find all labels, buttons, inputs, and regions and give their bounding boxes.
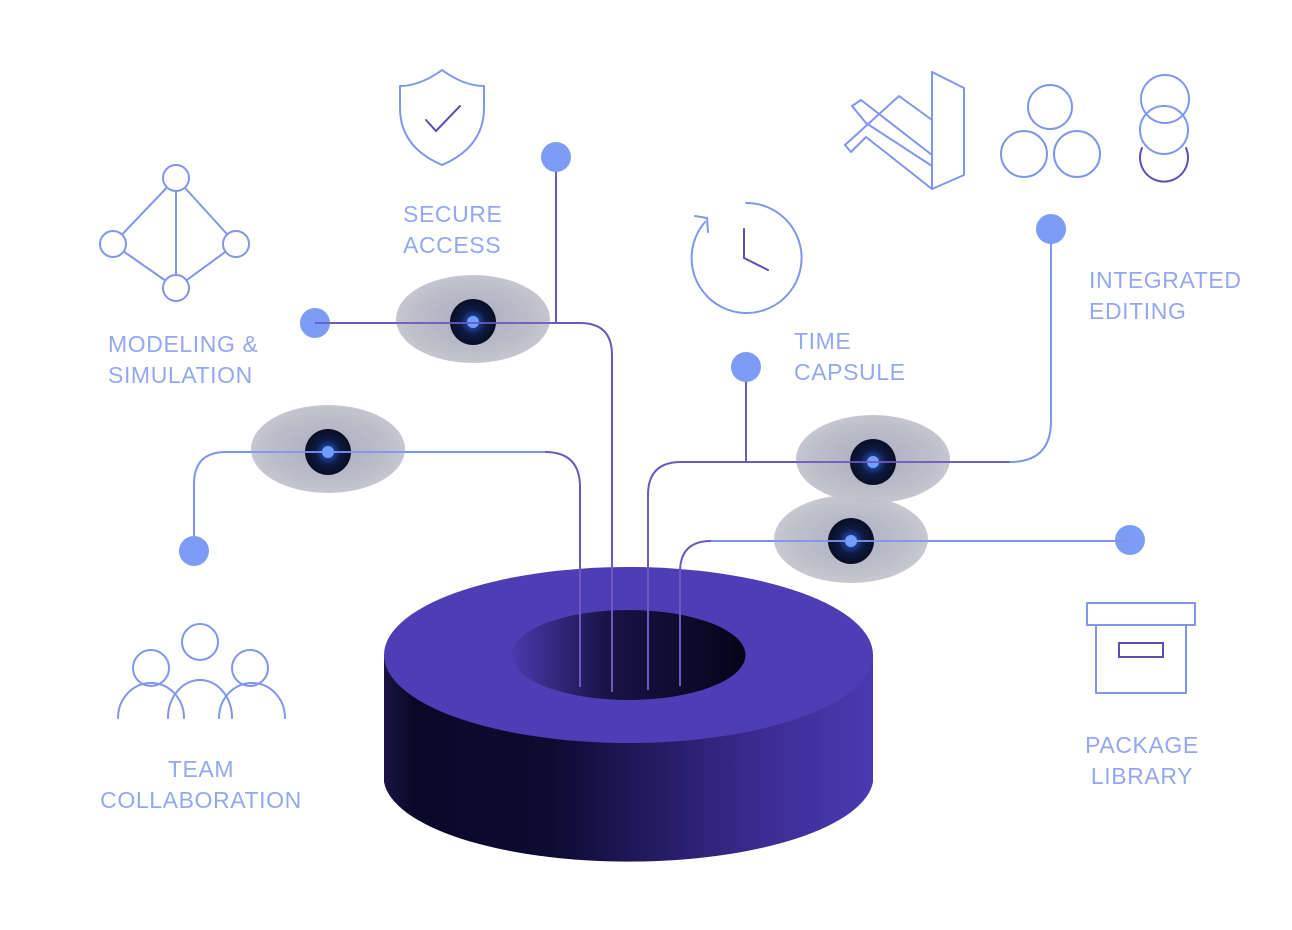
three-circles-icon <box>1000 84 1101 178</box>
label-team-collaboration: TEAM COLLABORATION <box>100 756 302 813</box>
shield-check-icon <box>399 69 485 166</box>
svg-text:INTEGRATED: INTEGRATED <box>1089 267 1242 293</box>
svg-text:ACCESS: ACCESS <box>403 232 501 258</box>
node-team <box>226 405 545 493</box>
label-time-capsule: TIME CAPSULE <box>794 328 906 385</box>
endpoint-dots <box>179 142 1145 566</box>
dot-integrated-editing <box>1036 214 1066 244</box>
clock-history-icon <box>690 201 803 314</box>
svg-text:SIMULATION: SIMULATION <box>108 362 253 388</box>
svg-text:EDITING: EDITING <box>1089 298 1186 324</box>
label-modeling-simulation: MODELING & SIMULATION <box>108 331 258 388</box>
graph-network-icon <box>99 164 250 302</box>
svg-text:SECURE: SECURE <box>403 201 502 227</box>
svg-text:COLLABORATION: COLLABORATION <box>100 787 302 813</box>
junction-nodes <box>226 275 1130 583</box>
svg-text:TEAM: TEAM <box>168 756 234 782</box>
label-integrated-editing: INTEGRATED EDITING <box>1089 267 1242 324</box>
label-package-library: PACKAGE LIBRARY <box>1085 732 1199 789</box>
archive-box-icon <box>1086 602 1196 694</box>
label-secure-access: SECURE ACCESS <box>403 201 502 258</box>
stacked-circles-icon <box>1139 74 1190 183</box>
node-time <box>681 415 1010 503</box>
svg-text:PACKAGE: PACKAGE <box>1085 732 1199 758</box>
dot-team <box>179 536 209 566</box>
node-package <box>711 495 1130 583</box>
node-secure <box>315 275 580 363</box>
dot-secure-access <box>541 142 571 172</box>
svg-text:MODELING &: MODELING & <box>108 331 258 357</box>
team-people-icon <box>117 623 286 719</box>
torus-base <box>384 567 873 862</box>
svg-text:TIME: TIME <box>794 328 851 354</box>
dot-time-capsule <box>731 352 761 382</box>
svg-text:LIBRARY: LIBRARY <box>1091 763 1193 789</box>
svg-text:CAPSULE: CAPSULE <box>794 359 906 385</box>
code-editor-icon <box>844 71 965 190</box>
